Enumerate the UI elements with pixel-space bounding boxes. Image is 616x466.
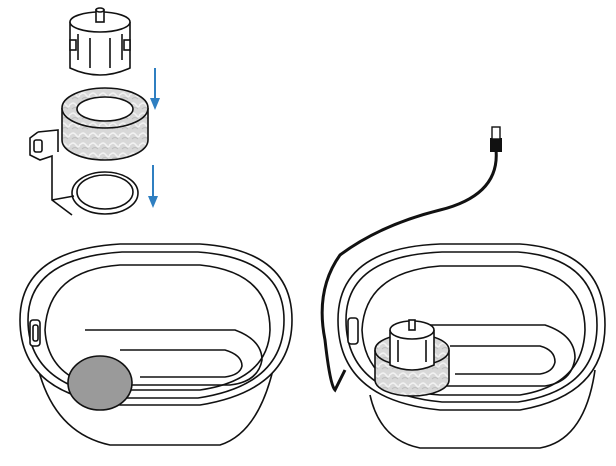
usb-cable-icon (320, 126, 502, 393)
pump-icon (69, 7, 131, 76)
pump-icon (374, 319, 450, 397)
sponge-ring-icon (61, 87, 149, 161)
bowl-icon (19, 243, 293, 446)
bracket-ring-icon (29, 129, 139, 216)
